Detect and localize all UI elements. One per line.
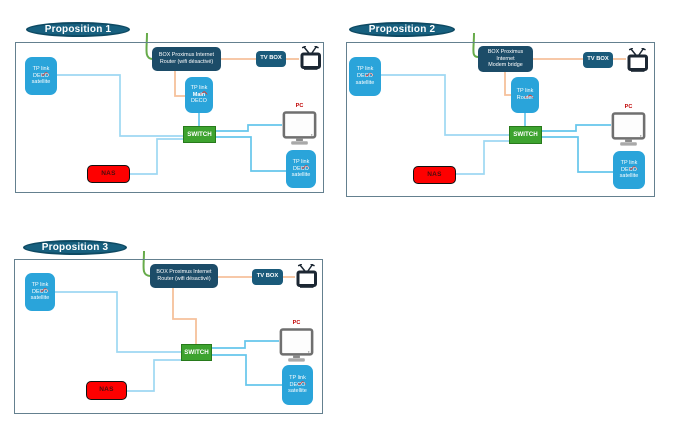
node-label-line: Router (wifi désactivé) — [159, 59, 214, 65]
proposition-3-switch: SWITCH — [181, 344, 212, 361]
node-label-line: DECO — [621, 166, 637, 173]
node-label-line: TV BOX — [260, 55, 282, 62]
node-label-line: SWITCH — [187, 130, 212, 138]
node-label-line: DECO — [293, 165, 309, 172]
node-label-line: satellite — [31, 79, 51, 86]
node-label-line: Internet — [496, 55, 515, 62]
tv-icon — [300, 46, 321, 70]
pc-label: PC — [292, 320, 301, 326]
internet-cable-line — [145, 32, 153, 60]
node-label-line: TP link — [292, 158, 310, 165]
proposition-1-tv-box: TV BOX — [256, 51, 286, 67]
tv-icon — [296, 264, 317, 288]
network-cable-line — [456, 140, 509, 175]
node-label-line: BOX Proximus — [487, 48, 524, 55]
proposition-3-title: Proposition 3 — [23, 240, 127, 255]
pc-label: PC — [295, 103, 304, 109]
node-label-line: TP link — [516, 88, 534, 95]
node-label-line: TP link — [356, 66, 374, 73]
pc-monitor-icon — [279, 328, 314, 362]
node-label-line: satellite — [355, 79, 375, 86]
proposition-1-tv-icon — [299, 46, 322, 71]
proposition-3-tv-icon — [295, 264, 318, 289]
network-cable-line — [542, 124, 611, 132]
node-label-line: TV BOX — [587, 56, 609, 63]
node-label-line: BOX Proximus Internet — [156, 269, 212, 276]
node-label-line: TP link — [190, 84, 208, 91]
proposition-2-nas: NAS — [413, 166, 456, 184]
node-label-line: DECO — [289, 381, 306, 388]
node-label-line: satellite — [288, 388, 307, 395]
node-label-line: NAS — [99, 386, 114, 394]
tv-icon — [627, 48, 648, 72]
network-cable-line — [504, 72, 511, 96]
pc-monitor-icon — [282, 111, 317, 145]
proposition-2-panel — [346, 42, 655, 197]
proposition-3-nas: NAS — [86, 381, 127, 400]
node-label-line: TP link — [289, 374, 306, 381]
proposition-2-tv-icon — [626, 48, 649, 73]
pc-label: PC — [624, 104, 633, 110]
pc-monitor-icon — [611, 112, 646, 146]
node-label-line: TP link — [31, 281, 49, 288]
network-cable-line — [542, 136, 613, 173]
internet-cable-line — [472, 32, 479, 58]
node-label-line: NAS — [427, 170, 442, 178]
node-label-line: Router — [516, 95, 534, 101]
network-cable-line — [57, 74, 183, 137]
network-cable-line — [212, 354, 282, 386]
proposition-1-nas: NAS — [87, 165, 130, 183]
proposition-2-pc-icon: PC — [611, 104, 646, 148]
proposition-1-switch: SWITCH — [183, 126, 216, 143]
node-label-line: TV BOX — [256, 273, 279, 280]
node-label-line: DECO — [357, 73, 373, 80]
internet-cable-line — [142, 250, 151, 277]
network-cable-line — [174, 71, 185, 97]
node-label-line: SWITCH — [513, 131, 538, 139]
network-cable-line — [212, 340, 279, 349]
node-label-line: satellite — [619, 173, 639, 180]
node-label-line: TP link — [32, 65, 50, 72]
proposition-2-switch: SWITCH — [509, 126, 542, 144]
proposition-1-title: Proposition 1 — [26, 22, 130, 37]
network-cable-line — [127, 359, 181, 392]
network-cable-line — [130, 138, 183, 175]
node-label-line: satellite — [30, 295, 50, 302]
node-label-line: DECO — [33, 72, 49, 79]
node-label-line: Modem bridge — [488, 62, 523, 69]
proposition-2-title: Proposition 2 — [349, 22, 455, 37]
proposition-3-pc-icon: PC — [279, 320, 314, 364]
proposition-1-pc-icon: PC — [282, 103, 317, 147]
node-label-line: DECO — [32, 288, 48, 295]
proposition-2-tv-box: TV BOX — [583, 52, 613, 68]
node-label-line: SWITCH — [184, 348, 209, 356]
network-cable-line — [381, 74, 509, 136]
network-cable-line — [54, 291, 181, 353]
network-cable-line — [172, 288, 197, 344]
node-label-line: TP link — [620, 159, 638, 166]
proposition-3-panel — [14, 259, 323, 414]
proposition-3-tv-box: TV BOX — [252, 269, 283, 285]
node-label-line: DECO — [191, 98, 207, 105]
node-label-line: Main — [192, 91, 206, 98]
node-label-line: BOX Proximus Internet — [158, 52, 215, 59]
network-cable-line — [216, 136, 286, 172]
node-label-line: NAS — [101, 169, 116, 177]
proposition-1-panel — [15, 42, 324, 193]
node-label-line: Router (wifi désactivé) — [157, 276, 211, 282]
node-label-line: satellite — [291, 172, 311, 179]
network-cable-line — [216, 124, 282, 132]
